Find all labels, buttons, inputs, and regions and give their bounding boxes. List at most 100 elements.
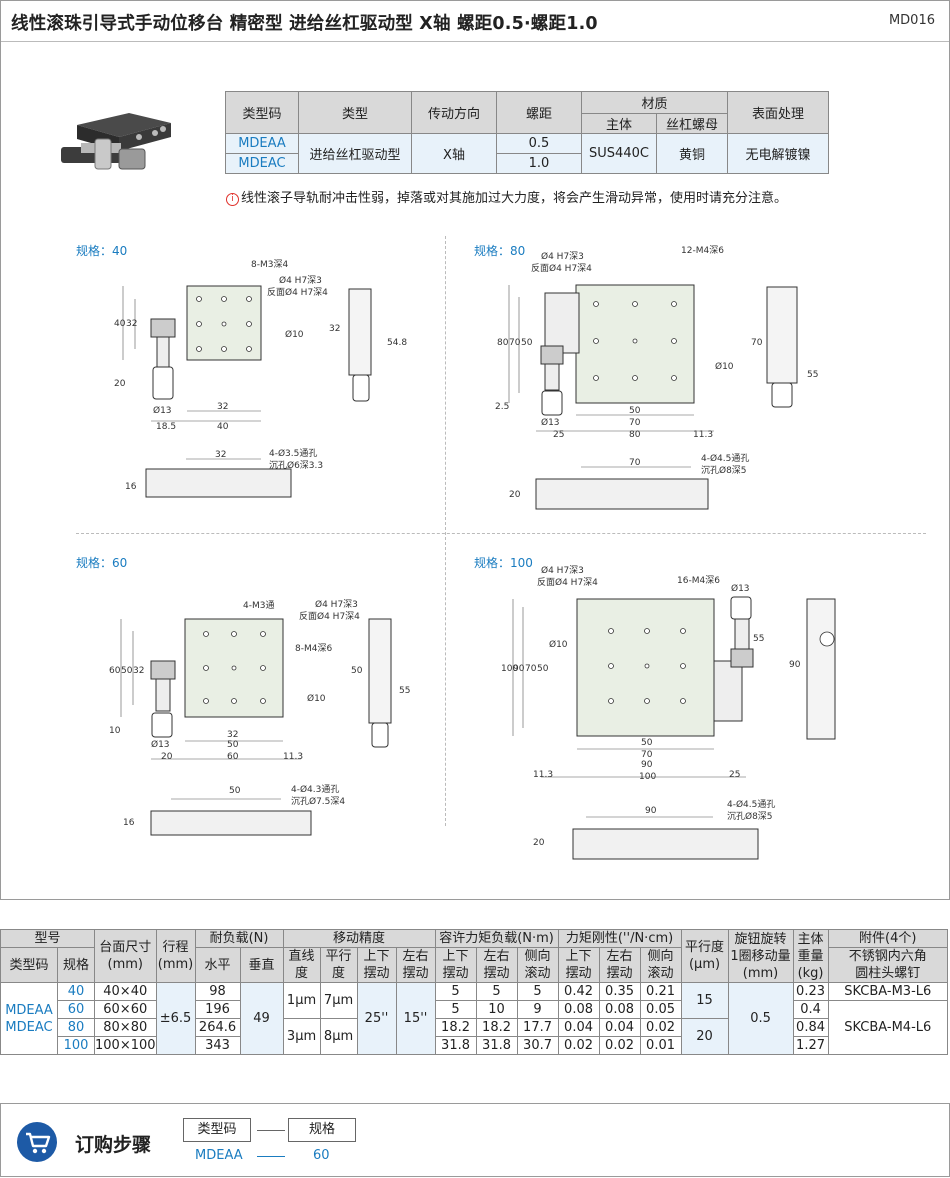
pitch-cell: 0.5 [496, 133, 582, 154]
note: 反面Ø4 H7深4 [299, 611, 360, 622]
dim: 50 [227, 740, 239, 750]
note: 4-Ø4.5通孔 [701, 453, 749, 464]
weight-cell: 0.23 [792, 982, 829, 1001]
parallel-cell: 7μm [319, 982, 358, 1019]
weight-cell: 0.84 [792, 1018, 829, 1037]
dim: 100 [639, 772, 656, 782]
typecode-cell: MDEAA [225, 133, 299, 154]
dim: 25 [729, 770, 740, 780]
connector-dash [257, 1130, 285, 1131]
header-straightness: 直线 度 [282, 947, 321, 983]
side-view-100 [806, 598, 836, 740]
drawing-label-100: 规格：100 [474, 556, 533, 570]
dim: 11.3 [533, 770, 553, 780]
typecode-example: MDEAA [195, 1148, 243, 1163]
dim: 70 [509, 338, 521, 348]
front-view-80 [535, 478, 709, 510]
dim: 32 [217, 402, 228, 412]
header-moment: 容许力矩负载(N·m) [434, 929, 559, 948]
header-rigidity-yaw: 左右 摆动 [598, 947, 641, 983]
rigidity-cell: 0.21 [639, 982, 682, 1001]
size-cell: 40×40 [94, 982, 157, 1001]
order-title: 订购步骤 [75, 1134, 152, 1156]
load-h-cell: 98 [194, 982, 241, 1001]
header-moment-yaw: 左右 摆动 [475, 947, 518, 983]
drawing-divider-vertical [445, 236, 446, 826]
note: 沉孔Ø6深3.3 [269, 460, 323, 471]
spec-cell: 60 [57, 1000, 95, 1019]
dim: 60 [109, 666, 121, 676]
dim: 32 [133, 666, 144, 676]
header-pitch-swing: 上下 摆动 [356, 947, 397, 983]
cart-icon [17, 1122, 57, 1162]
parallelism-cell: 20 [680, 1018, 729, 1055]
spec-cell: 40 [57, 982, 95, 1001]
note: 4-Ø3.5通孔 [269, 448, 317, 459]
rigidity-cell: 0.35 [598, 982, 641, 1001]
header-load: 耐负载(N) [194, 929, 284, 948]
load-h-cell: 264.6 [194, 1018, 241, 1037]
moment-cell: 31.8 [475, 1036, 518, 1055]
note: 16-M4深6 [677, 575, 720, 586]
body-material-cell: SUS440C [581, 133, 657, 174]
dim: 80 [497, 338, 509, 348]
dim: Ø13 [151, 739, 170, 750]
typecode-box: 类型码 [183, 1118, 251, 1142]
dim: 18.5 [156, 422, 176, 432]
straightness-cell: 1μm [282, 982, 321, 1019]
dim: 25 [553, 430, 564, 440]
front-view-40 [145, 468, 292, 498]
dim: Ø10 [285, 329, 304, 340]
dim: 50 [521, 338, 533, 348]
dim: 70 [629, 418, 641, 428]
header-stroke: 行程 (mm) [155, 929, 196, 983]
spec-cell: 100 [57, 1036, 95, 1055]
rigidity-cell: 0.08 [598, 1000, 641, 1019]
header-direction: 传动方向 [411, 91, 497, 134]
rigidity-cell: 0.04 [598, 1018, 641, 1037]
moment-cell: 5 [434, 1000, 477, 1019]
dim: 32 [329, 324, 340, 334]
dim: 50 [121, 666, 133, 676]
note: Ø4 H7深3 [541, 565, 584, 576]
rigidity-cell: 0.05 [639, 1000, 682, 1019]
front-view-60 [150, 810, 312, 836]
load-v-cell: 49 [239, 982, 284, 1055]
dim: 40 [217, 422, 229, 432]
page-title: 线性滚珠引导式手动位移台 精密型 进给丝杠驱动型 X轴 螺距0.5·螺距1.0 [11, 14, 598, 34]
type-cell: 进给丝杠驱动型 [298, 133, 412, 174]
header-surface: 表面处理 [727, 91, 829, 134]
note: 反面Ø4 H7深4 [537, 577, 598, 588]
header-accessory: 附件(4个) [827, 929, 949, 948]
page-code: MD016 [888, 13, 935, 28]
header-accessory-type: 不锈钢内六角 圆柱头螺钉 [827, 947, 949, 983]
drawing-label-80: 规格：80 [474, 244, 526, 258]
drawing-divider-horizontal [76, 533, 926, 534]
dim: 16 [125, 482, 137, 492]
connector-dash [257, 1156, 285, 1157]
header-rigidity-roll: 侧向 滚动 [639, 947, 682, 983]
note: 8-M4深6 [295, 643, 332, 654]
dim: 10 [109, 726, 121, 736]
dim: Ø10 [307, 693, 326, 704]
dim: 16 [123, 818, 135, 828]
header-knob: 旋钮旋转 1圈移动量 (mm) [727, 929, 794, 983]
dim: Ø13 [153, 405, 172, 416]
dim: 70 [629, 458, 641, 468]
dim: 50 [229, 786, 241, 796]
moment-cell: 18.2 [434, 1018, 477, 1037]
header-load-v: 垂直 [239, 947, 284, 983]
dim: 11.3 [283, 752, 303, 762]
rigidity-cell: 0.42 [557, 982, 600, 1001]
moment-cell: 5 [516, 982, 559, 1001]
dim: 20 [509, 490, 521, 500]
dim: 55 [399, 686, 410, 696]
note: Ø4 H7深3 [315, 599, 358, 610]
parallel-cell: 8μm [319, 1018, 358, 1055]
dim: Ø10 [715, 361, 734, 372]
note: 4-Ø4.5通孔 [727, 799, 775, 810]
side-view-80 [766, 286, 798, 384]
typecode-cell: MDEAA MDEAC [0, 982, 58, 1055]
moment-cell: 9 [516, 1000, 559, 1019]
